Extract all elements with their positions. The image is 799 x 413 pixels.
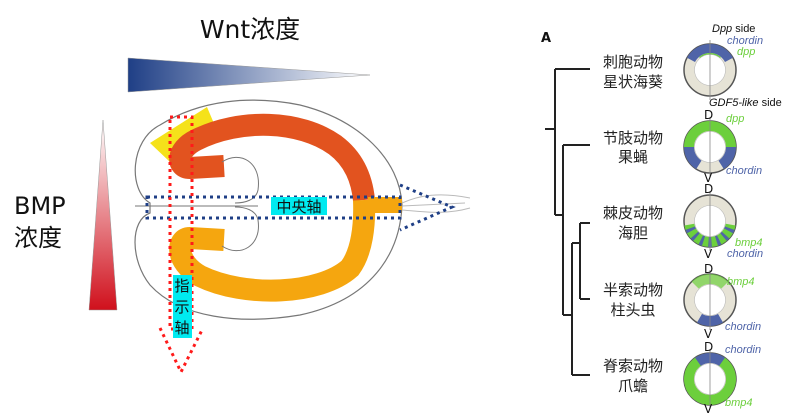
phylum-label: 脊索动物 [603,357,663,375]
bmp4-label: bmp4 [735,237,763,249]
phylum-label: 棘皮动物 [603,204,663,222]
taxa-labels: 刺胞动物 星状海葵 节肢动物 果蝇 棘皮动物 海胆 半索动物 柱头虫 脊索动物 … [603,53,663,395]
gene-annotations: Dpp side chordin dpp GDF5-like side dpp … [709,23,782,409]
expression-arc [718,146,736,170]
bmp-label: BMP [14,192,66,220]
species-label: 果蝇 [618,148,648,166]
chordin-label: chordin [727,35,763,47]
chordin-label: chordin [727,248,763,260]
central-axis-label: 中央轴 [276,198,321,216]
indicator-axis-char: 示 [174,298,189,316]
bmp-concentration-label: 浓度 [14,224,62,252]
bmp-gradient-triangle [88,119,118,311]
phylum-label: 节肢动物 [603,129,663,147]
embryo-section [683,117,737,177]
expression-arc [714,235,722,246]
svg-text:Dpp side: Dpp side [712,23,755,35]
chordin-label: chordin [726,165,762,177]
dpp-label: dpp [726,113,744,125]
lower-band [169,199,376,302]
central-axis-arrow: 中央轴 [145,183,456,232]
svg-text:D: D [704,108,713,122]
embryo-section [683,191,737,251]
embryo-section [683,40,737,100]
svg-text:D: D [704,182,713,196]
wnt-gradient-triangle [127,57,371,93]
phylum-label: 刺胞动物 [603,53,663,71]
svg-text:D: D [704,262,713,276]
expression-arc [724,226,735,234]
species-label: 海胆 [618,224,648,242]
embryo-section [683,270,737,330]
phylogenetic-tree [545,68,590,376]
species-label: 星状海葵 [603,73,663,91]
tail-filaments [401,194,471,213]
species-label: 柱头虫 [610,301,655,319]
phylum-label: 半索动物 [603,281,663,299]
svg-text:D: D [704,340,713,354]
chordin-label: chordin [725,321,761,333]
expression-arc [685,226,696,234]
wnt-concentration-label: Wnt浓度 [200,15,300,44]
indicator-axis-char: 指 [174,277,189,295]
bmp4-label: bmp4 [725,397,753,409]
expression-arc [690,231,700,241]
indicator-axis-char: 轴 [174,319,189,337]
upper-band [169,113,375,202]
embryo-section [683,349,737,409]
svg-text:V: V [704,327,713,341]
embryo [134,99,471,320]
panel-letter: A [541,31,551,46]
svg-text:V: V [704,171,713,185]
embryo-cross-sections [683,40,737,409]
indicator-axis-arrow: 指 示 轴 [158,115,205,376]
bmp4-label: bmp4 [727,276,755,288]
svg-text:V: V [704,247,713,261]
expression-arc [720,231,730,241]
expression-arc [684,146,702,170]
svg-text:GDF5-like side: GDF5-like side [709,97,782,109]
svg-text:V: V [704,402,713,413]
dv-markers: D V D V D V D V [704,108,713,413]
chordin-label: chordin [725,344,761,356]
species-label: 爪蟾 [618,377,648,395]
expression-arc [698,235,706,246]
tail-band [368,197,402,213]
dpp-label: dpp [737,46,755,58]
